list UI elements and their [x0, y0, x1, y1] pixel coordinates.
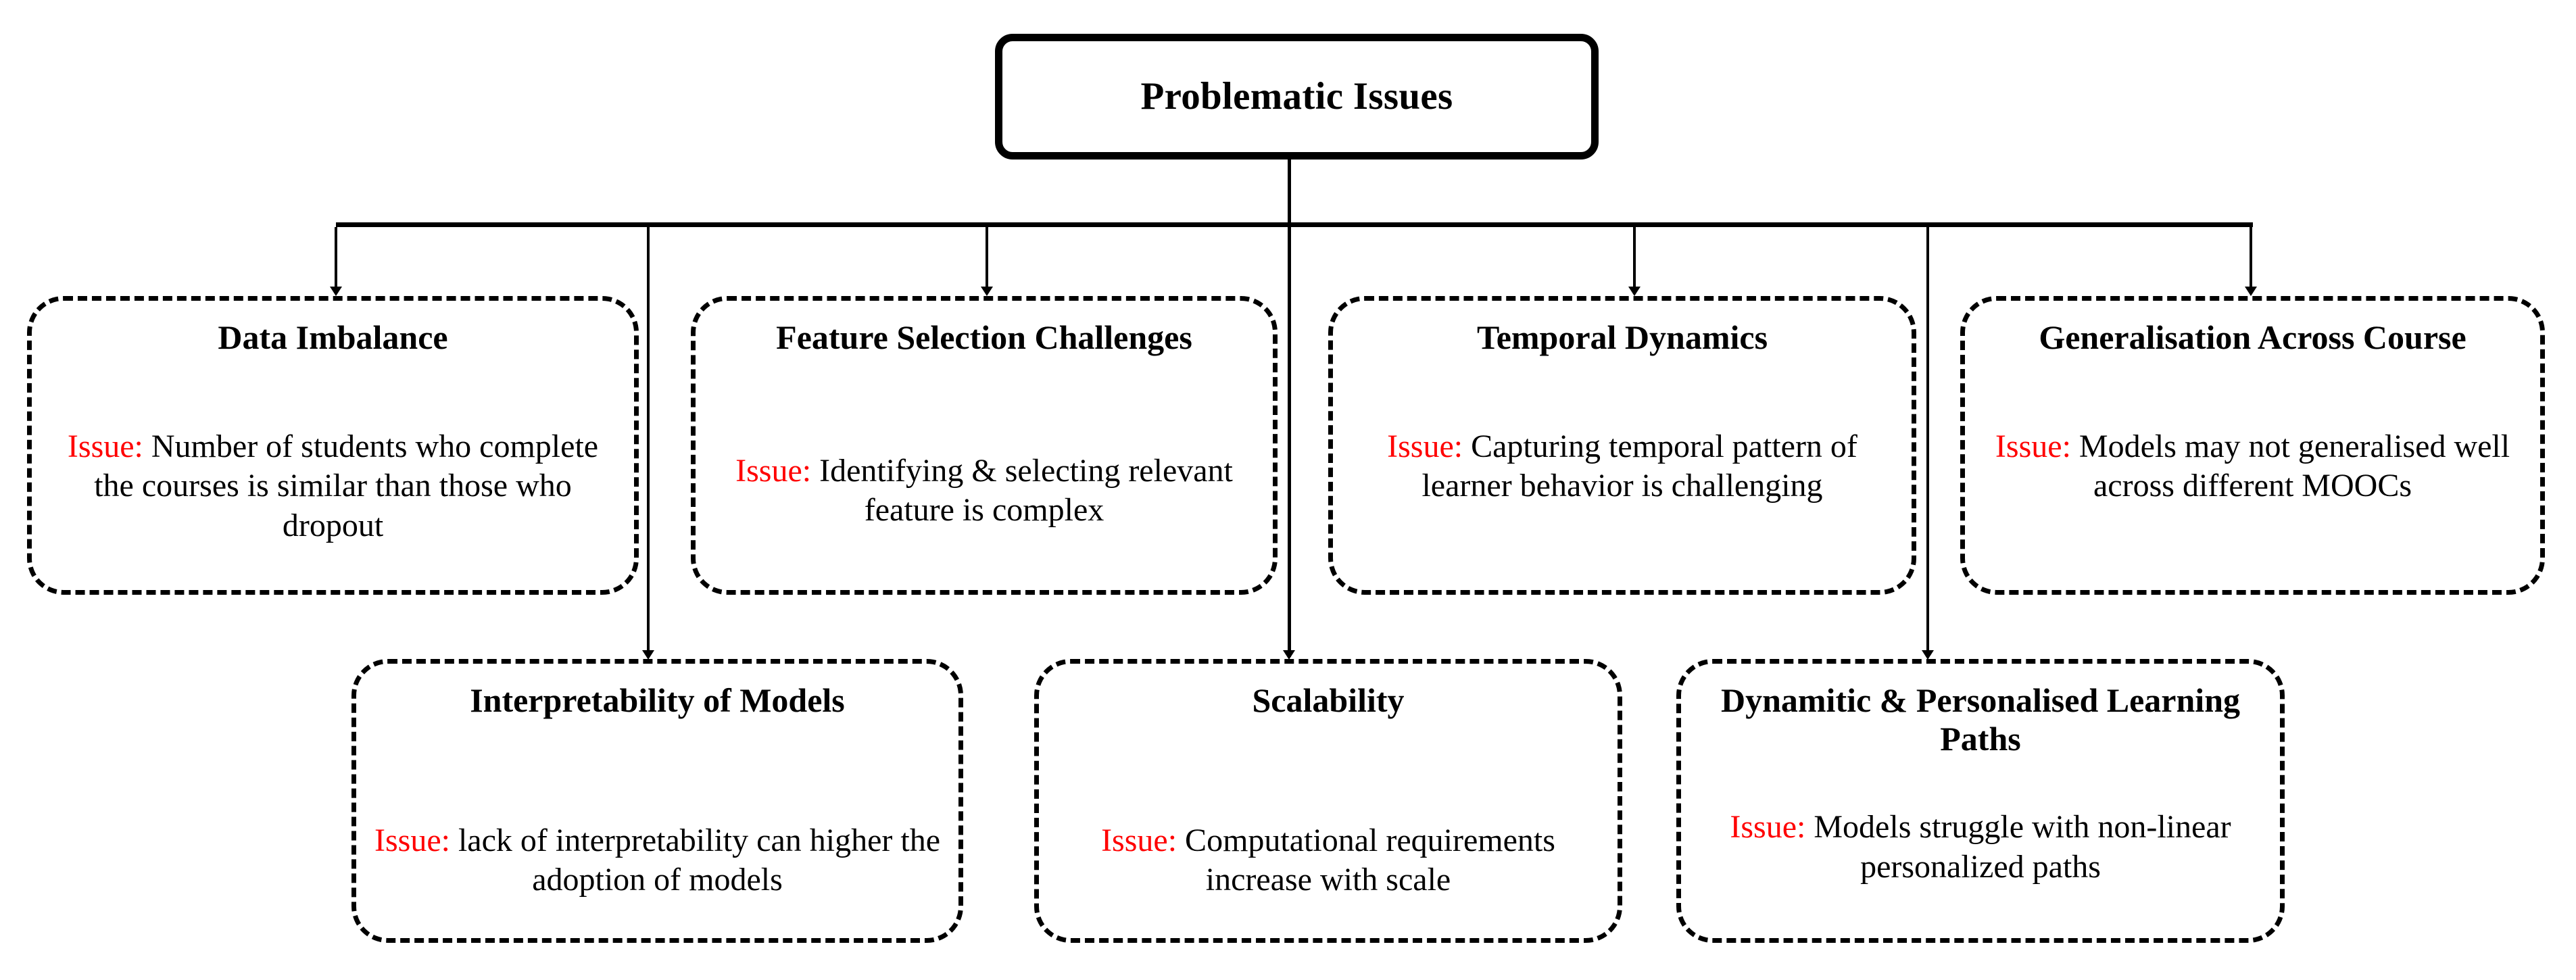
node-title-temporal-dynamics: Temporal Dynamics [1476, 318, 1768, 356]
issue-text: Models struggle with non-linear personal… [1805, 809, 2231, 885]
arrowhead-dynamic-personalised [1922, 650, 1934, 660]
node-title-data-imbalance: Data Imbalance [218, 318, 448, 356]
issue-text: Computational requirements increase with… [1177, 822, 1555, 898]
connector-drop-scalability [1288, 227, 1291, 657]
connector-drop-interpretability [647, 227, 650, 657]
issue-text: Capturing temporal pattern of learner be… [1421, 428, 1857, 504]
node-generalisation-across-course[interactable]: Generalisation Across Course Issue: Mode… [1960, 296, 2545, 595]
issue-text: Identifying & selecting relevant feature… [811, 452, 1233, 529]
node-scalability[interactable]: Scalability Issue: Computational require… [1034, 659, 1622, 943]
root-node-problematic-issues[interactable]: Problematic Issues [995, 34, 1599, 160]
issue-label: Issue: [1387, 428, 1463, 464]
node-issue-dynamitic-personalised-learning-paths: Issue: Models struggle with non-linear p… [1699, 808, 2262, 887]
issue-label: Issue: [1995, 428, 2071, 464]
arrowhead-temporal-dynamics [1628, 287, 1641, 296]
issue-text: Number of students who complete the cour… [94, 428, 599, 543]
node-interpretability-of-models[interactable]: Interpretability of Models Issue: lack o… [351, 659, 963, 943]
issue-label: Issue: [735, 452, 812, 489]
connector-horizontal-bus [336, 222, 2253, 227]
node-title-generalisation-across-course: Generalisation Across Course [2039, 318, 2466, 356]
node-data-imbalance[interactable]: Data Imbalance Issue: Number of students… [27, 296, 639, 595]
issue-text: lack of interpretability can higher the … [449, 822, 941, 898]
issue-label: Issue: [1730, 809, 1806, 845]
connector-drop-data-imbalance [335, 227, 337, 292]
node-title-dynamitic-personalised-learning-paths: Dynamitic & Personalised Learning Paths [1720, 681, 2241, 758]
node-issue-interpretability-of-models: Issue: lack of interpretability can high… [374, 821, 941, 900]
node-issue-scalability: Issue: Computational requirements increa… [1056, 821, 1600, 900]
node-issue-temporal-dynamics: Issue: Capturing temporal pattern of lea… [1351, 427, 1894, 506]
arrowhead-generalisation [2245, 287, 2257, 296]
root-node-title: Problematic Issues [1140, 74, 1453, 118]
connector-drop-generalisation [2250, 227, 2252, 292]
connector-drop-feature-selection [986, 227, 988, 292]
arrowhead-data-imbalance [330, 287, 342, 296]
issue-text: Models may not generalised well across d… [2070, 428, 2510, 504]
connector-drop-temporal-dynamics [1633, 227, 1636, 292]
node-title-feature-selection-challenges: Feature Selection Challenges [776, 318, 1192, 356]
node-feature-selection-challenges[interactable]: Feature Selection Challenges Issue: Iden… [691, 296, 1278, 595]
node-dynamitic-personalised-learning-paths[interactable]: Dynamitic & Personalised Learning Paths … [1676, 659, 2285, 943]
node-title-scalability: Scalability [1252, 681, 1405, 719]
node-issue-feature-selection-challenges: Issue: Identifying & selecting relevant … [713, 451, 1255, 531]
node-temporal-dynamics[interactable]: Temporal Dynamics Issue: Capturing tempo… [1328, 296, 1916, 595]
issue-label: Issue: [1101, 822, 1177, 858]
node-issue-generalisation-across-course: Issue: Models may not generalised well a… [1983, 427, 2523, 506]
issue-label: Issue: [67, 428, 143, 464]
connector-root-stem [1288, 160, 1291, 227]
issue-label: Issue: [374, 822, 450, 858]
node-issue-data-imbalance: Issue: Number of students who complete t… [49, 427, 616, 546]
arrowhead-interpretability [642, 650, 654, 660]
arrowhead-feature-selection [981, 287, 993, 296]
arrowhead-scalability [1283, 650, 1295, 660]
connector-drop-dynamic-personalised [1926, 227, 1929, 657]
node-title-interpretability-of-models: Interpretability of Models [470, 681, 845, 719]
